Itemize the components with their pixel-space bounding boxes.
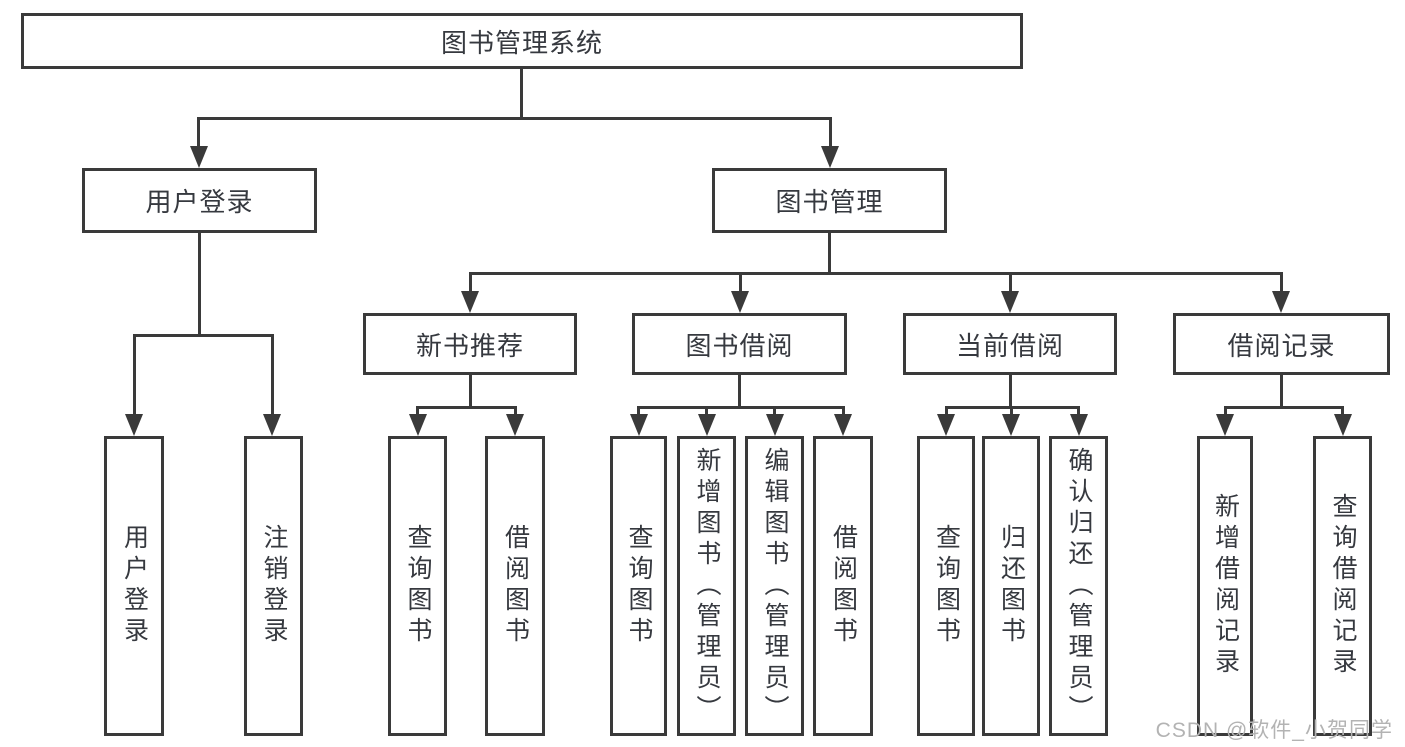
arrowhead-down-icon [1070,414,1088,436]
arrowhead-down-icon [1216,414,1234,436]
arrowhead-down-icon [766,414,784,436]
connector-line [133,334,274,337]
connector-line [133,334,136,416]
leaf-label: 确认归还（管理员） [1065,446,1093,726]
node-new-book-recommend: 新书推荐 [363,313,577,375]
connector-line [469,272,472,294]
node-current-borrow: 当前借阅 [903,313,1117,375]
connector-line [738,375,741,409]
arrowhead-down-icon [630,414,648,436]
leaf-label: 查询图书 [932,524,961,648]
arrowhead-down-icon [1272,291,1290,313]
leaf-label: 新增图书（管理员） [693,446,721,726]
connector-line [1224,406,1344,409]
connector-line [773,406,776,416]
connector-line [739,272,742,294]
arrowhead-down-icon [834,414,852,436]
leaf-label: 借阅图书 [501,524,530,648]
connector-line [520,69,523,119]
connector-line [198,233,201,337]
connector-line [197,117,832,120]
leaf-edit-books-admin: 编辑图书（管理员） [745,436,804,736]
arrowhead-down-icon [1002,414,1020,436]
leaf-query-borrow-record: 查询借阅记录 [1313,436,1372,736]
leaf-label: 注销登录 [260,524,288,648]
node-borrow-records: 借阅记录 [1173,313,1390,375]
node-book-borrow: 图书借阅 [632,313,847,375]
leaf-return-books: 归还图书 [982,436,1040,736]
leaf-add-borrow-record: 新增借阅记录 [1197,436,1253,736]
arrowhead-down-icon [263,414,281,436]
leaf-label: 查询借阅记录 [1329,493,1357,679]
connector-line [469,272,1283,275]
leaf-label: 用户登录 [120,524,149,648]
connector-line [1009,375,1012,409]
connector-line [705,406,708,416]
leaf-label: 归还图书 [997,524,1026,648]
arrowhead-down-icon [821,146,839,168]
leaf-label: 编辑图书（管理员） [761,446,789,726]
leaf-query-books-current: 查询图书 [917,436,975,736]
connector-line [1341,406,1344,416]
connector-line [1010,406,1013,416]
node-user-login: 用户登录 [82,168,317,233]
connector-line [514,406,517,416]
connector-line [416,406,419,416]
connector-line [416,406,516,409]
arrowhead-down-icon [190,146,208,168]
node-root-library-system: 图书管理系统 [21,13,1023,69]
connector-line [637,406,844,409]
leaf-query-books-borrow: 查询图书 [610,436,667,736]
leaf-confirm-return-admin: 确认归还（管理员） [1049,436,1108,736]
connector-line [1280,375,1283,409]
node-book-management: 图书管理 [712,168,947,233]
arrowhead-down-icon [1001,291,1019,313]
connector-line [271,334,274,416]
csdn-watermark: CSDN @软件_小贺同学 [1155,719,1393,742]
connector-line [829,117,832,149]
leaf-logout: 注销登录 [244,436,303,736]
arrowhead-down-icon [698,414,716,436]
arrowhead-down-icon [461,291,479,313]
leaf-query-books-recommend: 查询图书 [388,436,447,736]
connector-line [197,117,200,149]
connector-line [469,375,472,409]
connector-line [1009,272,1012,294]
connector-line [842,406,845,416]
arrowhead-down-icon [1334,414,1352,436]
leaf-user-login: 用户登录 [104,436,164,736]
connector-line [945,406,948,416]
leaf-label: 新增借阅记录 [1211,493,1240,679]
arrowhead-down-icon [125,414,143,436]
leaf-add-books-admin: 新增图书（管理员） [677,436,736,736]
arrowhead-down-icon [409,414,427,436]
leaf-borrow-books-recommend: 借阅图书 [485,436,545,736]
connector-line [1224,406,1227,416]
arrowhead-down-icon [506,414,524,436]
connector-line [637,406,640,416]
leaf-borrow-books: 借阅图书 [813,436,873,736]
arrowhead-down-icon [731,291,749,313]
leaf-label: 查询图书 [404,524,432,648]
connector-line [828,233,831,275]
leaf-label: 查询图书 [625,524,653,648]
connector-line [1280,272,1283,294]
arrowhead-down-icon [937,414,955,436]
leaf-label: 借阅图书 [829,524,858,648]
connector-line [1077,406,1080,416]
